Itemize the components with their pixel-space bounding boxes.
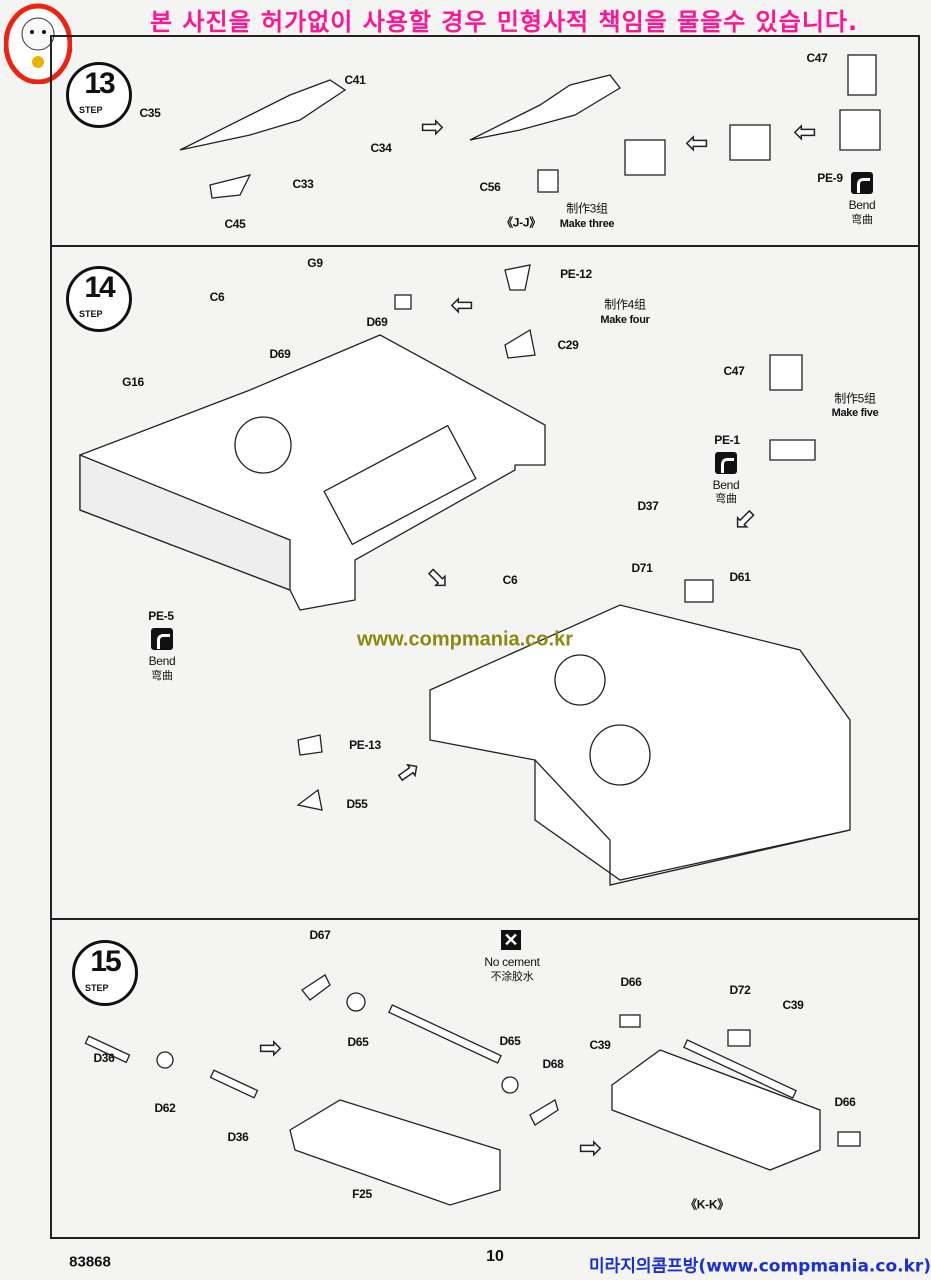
- part-label: C39: [589, 1038, 611, 1052]
- step-word: STEP: [79, 105, 103, 115]
- part-label: D37: [637, 499, 659, 513]
- make-count-cn: 制作3组: [566, 201, 608, 216]
- no-cement-icon: ✕: [501, 930, 521, 950]
- bend-label: Bend: [148, 654, 176, 668]
- make-count-cn: 制作4组: [604, 297, 646, 312]
- arrow-left-icon: ⬅: [793, 116, 816, 148]
- view-label: 《K-K》: [685, 1197, 729, 1212]
- bend-label: Bend: [712, 478, 740, 492]
- part-label: C34: [370, 141, 392, 155]
- part-label: D65: [347, 1035, 369, 1049]
- make-count: Make five: [831, 407, 879, 419]
- bend-icon: [715, 452, 737, 474]
- arrow-right-icon: ➡: [420, 111, 443, 143]
- make-count-cn: 制作5组: [834, 391, 876, 406]
- part-label: C33: [292, 177, 314, 191]
- bend-label: Bend: [848, 198, 876, 212]
- part-label: C56: [479, 180, 501, 194]
- step-15-panel: [50, 918, 920, 1239]
- part-label: D61: [729, 570, 751, 584]
- part-label: PE-1: [714, 433, 740, 447]
- part-label: C47: [723, 364, 745, 378]
- part-label: PE-13: [349, 738, 381, 752]
- bend-icon: [851, 172, 873, 194]
- part-label: D36: [227, 1130, 249, 1144]
- view-label: 《J-J》: [501, 215, 541, 230]
- part-label: C45: [224, 217, 246, 231]
- part-label: C39: [782, 998, 804, 1012]
- part-label: PE-5: [148, 609, 174, 623]
- make-count: Make four: [600, 314, 650, 326]
- step-number: 15: [90, 945, 121, 978]
- site-link[interactable]: 미라지의콤프방(www.compmania.co.kr): [588, 1256, 931, 1277]
- copyright-warning: 본 사진을 허가없이 사용할 경우 민형사적 책임을 물을수 있습니다.: [150, 8, 859, 36]
- part-label: PE-12: [560, 267, 592, 281]
- part-label: C6: [502, 573, 518, 587]
- bend-label-cn: 弯曲: [151, 670, 173, 682]
- part-label: D66: [834, 1095, 856, 1109]
- part-label: D68: [542, 1057, 564, 1071]
- part-label: D62: [154, 1101, 176, 1115]
- part-label: D65: [499, 1034, 521, 1048]
- bend-label-cn: 弯曲: [715, 493, 737, 505]
- mascot-logo: [3, 2, 73, 85]
- part-label: G9: [307, 256, 323, 270]
- part-label: D69: [366, 315, 388, 329]
- no-cement-label-cn: 不涂胶水: [490, 971, 534, 983]
- part-label: G16: [122, 375, 144, 389]
- arrow-right-icon: ➡: [578, 1132, 601, 1164]
- part-label: C41: [344, 73, 366, 87]
- step-14-panel: [50, 245, 920, 920]
- step-13-panel: [50, 35, 920, 247]
- no-cement-label: No cement: [484, 955, 540, 969]
- part-label: F25: [352, 1187, 372, 1201]
- part-label: D55: [346, 797, 368, 811]
- part-label: C6: [209, 290, 225, 304]
- part-label: D67: [309, 928, 331, 942]
- kit-number: 83868: [69, 1253, 111, 1271]
- arrow-left-icon: ⬅: [685, 127, 708, 159]
- bend-label-cn: 弯曲: [851, 214, 873, 226]
- bend-icon: [151, 628, 173, 650]
- page-number: 10: [486, 1248, 504, 1265]
- step-word: STEP: [79, 309, 103, 319]
- part-label: C35: [139, 106, 161, 120]
- part-label: D72: [729, 983, 751, 997]
- make-count: Make three: [559, 218, 615, 230]
- arrow-right-icon: ➡: [258, 1032, 281, 1064]
- watermark: www.compmania.co.kr: [357, 628, 573, 651]
- step-number: 14: [84, 271, 115, 304]
- part-label: D69: [269, 347, 291, 361]
- part-label: C47: [806, 51, 828, 65]
- part-label: D71: [631, 561, 653, 575]
- arrow-left-icon: ⬅: [450, 289, 473, 321]
- step-number: 13: [84, 67, 115, 100]
- part-label: D66: [620, 975, 642, 989]
- part-label: C29: [557, 338, 579, 352]
- part-label: D36: [93, 1051, 115, 1065]
- step-word: STEP: [85, 983, 109, 993]
- part-label: PE-9: [817, 171, 843, 185]
